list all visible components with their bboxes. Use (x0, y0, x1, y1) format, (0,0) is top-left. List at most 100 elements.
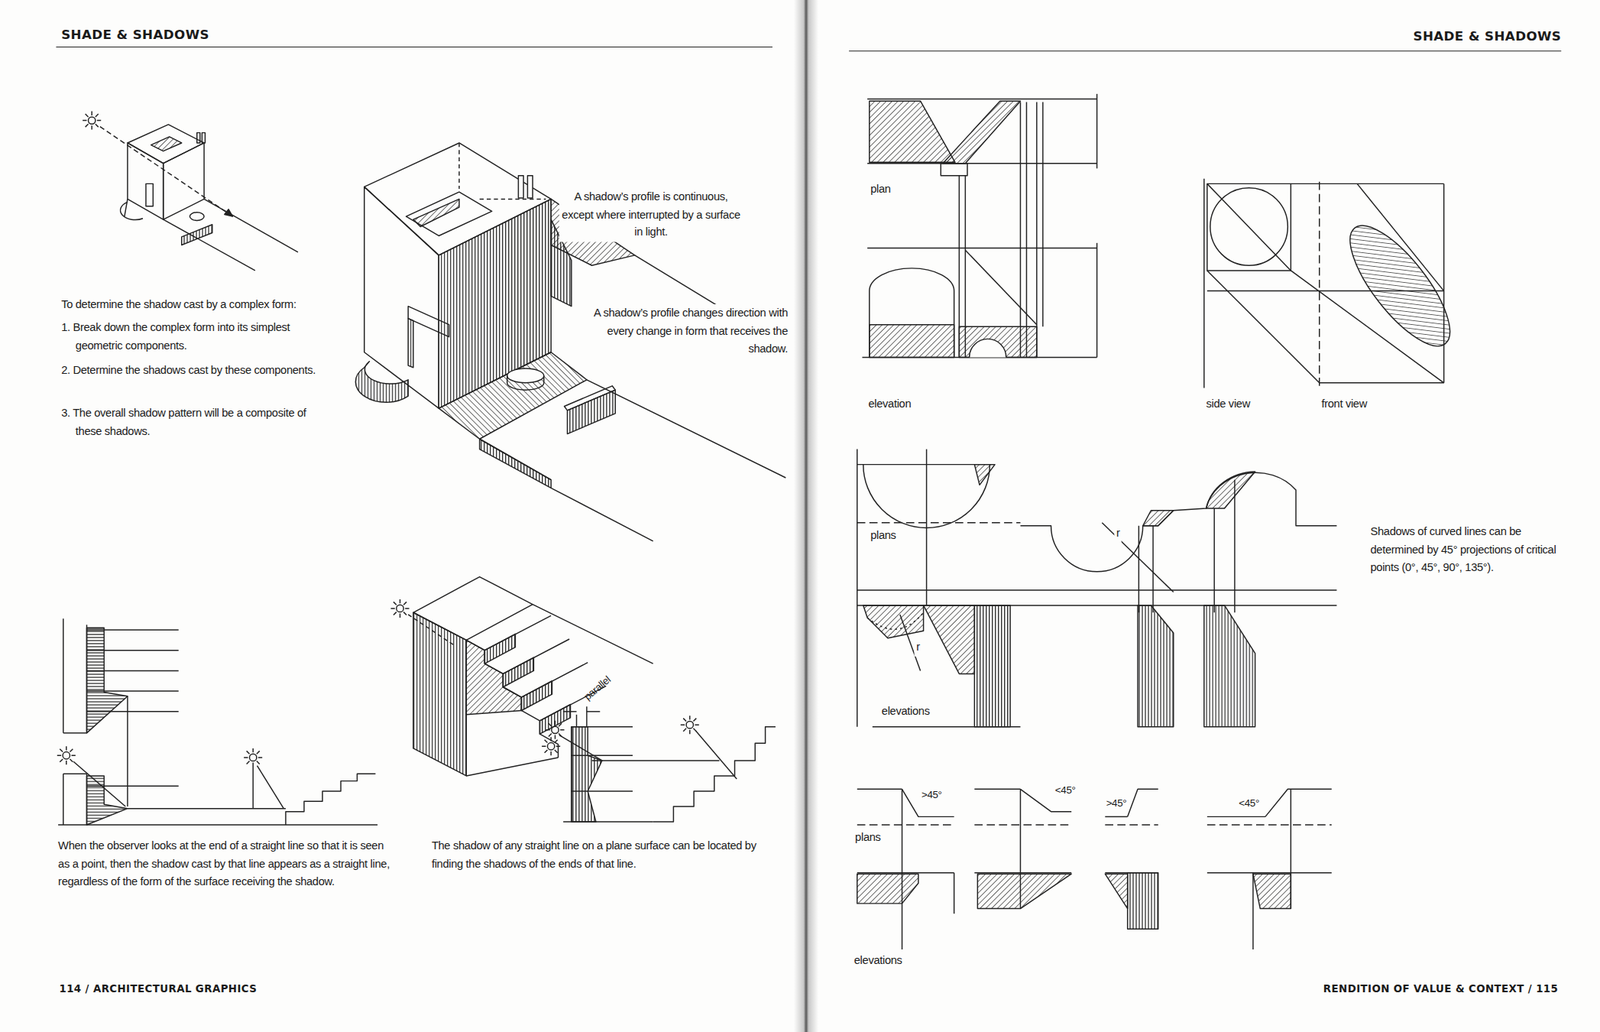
circle-shadow (1207, 270, 1320, 383)
angle-shadows (1265, 788, 1332, 817)
small-sketch (82, 111, 298, 271)
complex-form-shadow (406, 191, 493, 236)
view-label: plans (868, 526, 898, 545)
curve-shadows (872, 725, 1021, 727)
stair-section (696, 730, 737, 779)
curve-shadows (867, 612, 924, 629)
plan-elevation (1036, 102, 1037, 358)
circle-shadow (1207, 183, 1292, 271)
stair-iso (521, 680, 552, 711)
plan-elevation (1096, 93, 1098, 169)
curve-shadows (1143, 510, 1174, 526)
angle-shadows (1104, 873, 1128, 908)
angle-shadows (1104, 823, 1158, 825)
circle-shadow (1318, 181, 1320, 386)
plan-elevation (869, 268, 955, 358)
plan-elevation (1020, 102, 1021, 358)
complex-form-shadow (507, 368, 545, 383)
view-label: side view (1204, 395, 1253, 413)
caption: When the observer looks at the end of a … (58, 836, 390, 891)
angle-label: >45° (1104, 794, 1129, 811)
angle-shadows (974, 788, 1021, 790)
angle-shadows (1290, 788, 1292, 908)
view-label: elevations (851, 951, 904, 969)
stair-section (571, 790, 633, 791)
circle-shadow (1207, 183, 1292, 271)
step-item: 2. Determine the shadows cast by these c… (61, 361, 322, 379)
angle-shadows (1253, 873, 1291, 908)
complex-form-shadow (527, 175, 533, 198)
stair-end-view (87, 649, 179, 651)
curve-shadows (1138, 525, 1140, 613)
angle-shadows (901, 788, 903, 949)
view-label: front view (1319, 395, 1370, 413)
stair-end-view (73, 761, 126, 807)
angle-shadows (977, 873, 1072, 908)
plan-elevation (958, 326, 1037, 357)
step-item: 3. The overall shadow pattern will be a … (61, 404, 322, 441)
stair-end-view (243, 748, 263, 767)
small-sketch (201, 132, 205, 143)
stair-section (541, 736, 561, 755)
curve-shadows (1137, 605, 1174, 727)
complex-form-shadow (438, 198, 551, 409)
callout-note: A shadow’s profile changes direction wit… (583, 304, 788, 358)
small-sketch (120, 201, 143, 220)
curve-shadows (863, 605, 924, 639)
stair-end-view (87, 627, 128, 733)
curve-shadows (974, 464, 995, 486)
stair-end-view (57, 618, 378, 825)
circle-shadow (1334, 211, 1467, 360)
stair-end-view (57, 745, 76, 765)
page-header: SHADE & SHADOWS (1347, 28, 1562, 44)
stair-end-view (62, 773, 64, 825)
caption: The shadow of any straight line on a pla… (431, 836, 774, 873)
complex-form-shadow (507, 375, 545, 390)
circle-shadow (1443, 183, 1445, 383)
plan-elevation (861, 93, 1097, 358)
view-label: elevations (879, 702, 932, 720)
stair-iso (413, 612, 467, 776)
callout-note: A shadow’s profile is continuous, except… (559, 187, 743, 242)
curve-shadows (857, 449, 1338, 727)
complex-form-shadow (479, 198, 547, 200)
plan-elevation (940, 163, 968, 176)
curve-shadows (857, 521, 1021, 523)
stair-section (571, 725, 633, 727)
stair-end-view (58, 823, 378, 825)
plan-elevation (869, 100, 956, 162)
plan-elevation (1096, 242, 1098, 358)
stair-end-view (285, 773, 376, 825)
radius-label: r (914, 638, 923, 656)
small-sketch (127, 124, 205, 164)
small-sketch (197, 132, 201, 143)
stair-end-view (87, 710, 179, 712)
curve-shadows (926, 449, 927, 606)
page-footer: 114 / ARCHITECTURAL GRAPHICS (58, 982, 284, 995)
complex-form-shadow (413, 198, 460, 227)
plan-elevation (969, 338, 1007, 357)
stair-iso (484, 633, 515, 664)
angle-label: <45° (1052, 781, 1078, 798)
complex-form-shadow (408, 306, 449, 337)
stair-end-view (87, 785, 179, 787)
angle-shadows (857, 873, 919, 904)
small-sketch (124, 198, 128, 217)
angle-shadows (1127, 788, 1159, 817)
view-label: plan (868, 180, 893, 198)
plan-elevation (869, 324, 955, 358)
small-sketch (100, 126, 234, 218)
page-footer: RENDITION OF VALUE & CONTEXT / 115 (1275, 982, 1558, 995)
circle-shadow (1204, 178, 1467, 389)
stair-section (586, 706, 587, 727)
angle-shadows (974, 823, 1072, 825)
small-sketch (82, 111, 101, 130)
angle-label: <45° (1237, 794, 1262, 811)
stair-end-view (63, 773, 88, 775)
curve-shadows (1101, 522, 1173, 593)
plan-elevation (867, 162, 1097, 164)
stair-end-view (87, 689, 179, 691)
plan-elevation (942, 100, 1021, 163)
stair-end-view (257, 765, 285, 809)
